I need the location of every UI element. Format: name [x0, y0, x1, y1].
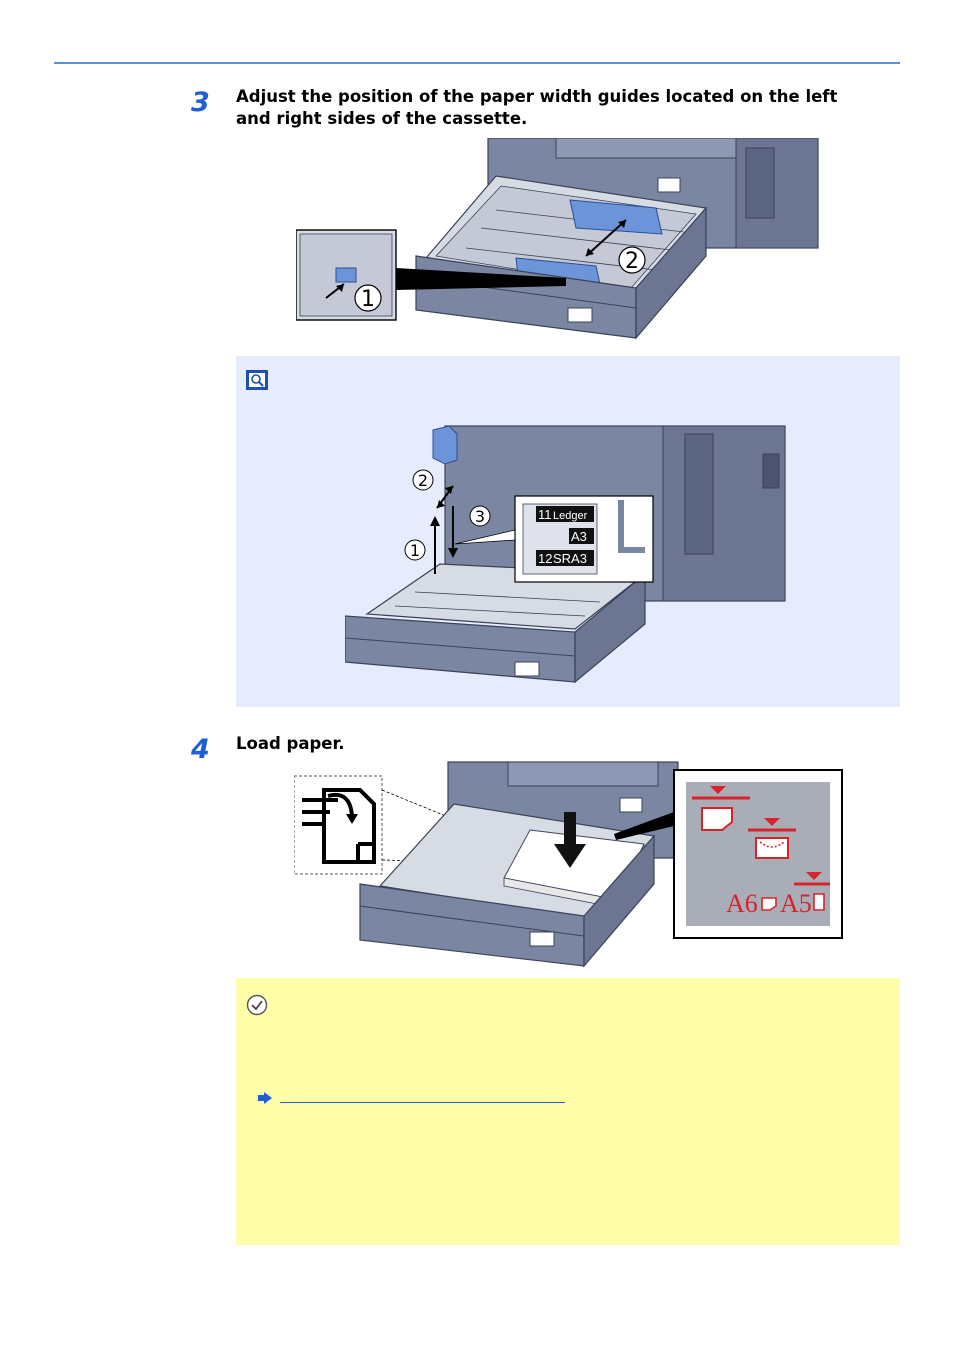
mark-a6: A6 [726, 889, 758, 918]
check-icon [246, 994, 268, 1016]
note-callout-1: 1 [410, 541, 420, 560]
step-3-text-line1: Adjust the position of the paper width g… [236, 87, 838, 106]
callout-2: 2 [625, 249, 639, 274]
step-number-4: 4 [191, 734, 210, 765]
load-paper-illustration: A6 A5 [294, 761, 843, 968]
label-ledger-word: Ledger [553, 510, 588, 522]
arrow-right-icon [258, 1092, 272, 1104]
note-icon [246, 370, 268, 390]
check-box [236, 978, 900, 1245]
cassette-size-label-illustration: 1 2 3 11 Ledger A3 12 SRA3 [345, 425, 786, 684]
label-ledger-prefix: 11 [538, 507, 552, 522]
note-callout-3: 3 [475, 507, 485, 526]
step-4-text: Load paper. [236, 734, 345, 753]
header-rule [54, 62, 900, 64]
label-sra3-prefix: 12 [538, 551, 552, 566]
mark-a5: A5 [780, 889, 812, 918]
callout-1: 1 [361, 287, 375, 312]
step-3-text: Adjust the position of the paper width g… [236, 86, 837, 130]
cassette-width-guide-illustration: 1 2 [296, 138, 819, 340]
label-a3: A3 [571, 529, 587, 544]
reference-link[interactable] [258, 1092, 565, 1104]
paper-orientation-icon [302, 788, 376, 864]
step-number-3: 3 [191, 87, 210, 118]
label-sra3-word: SRA3 [553, 551, 587, 566]
note-callout-2: 2 [418, 471, 428, 490]
reference-link-underline[interactable] [280, 1101, 565, 1103]
step-3-text-line2: and right sides of the cassette. [236, 109, 528, 128]
